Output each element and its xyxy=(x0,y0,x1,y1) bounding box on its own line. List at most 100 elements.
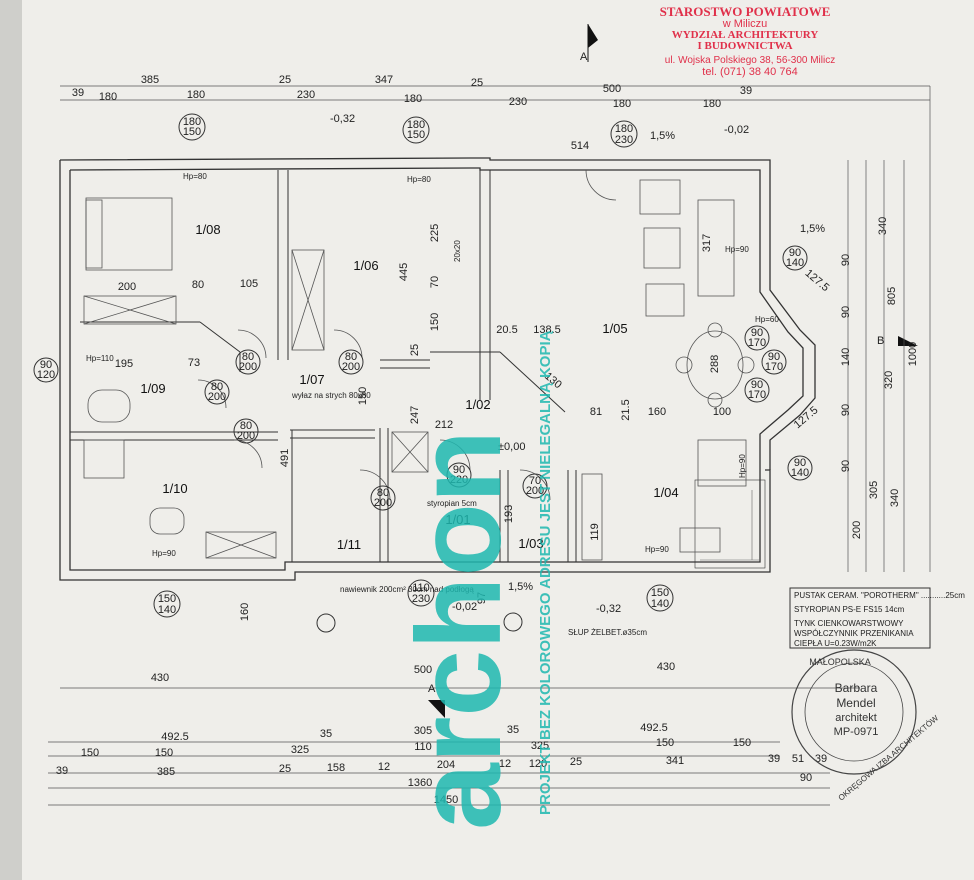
svg-text:170: 170 xyxy=(765,361,783,373)
dim-top-180c: 180 xyxy=(404,93,422,105)
svg-text:140: 140 xyxy=(651,598,669,610)
room-1-10: 1/10 xyxy=(162,481,187,496)
dim-right-340a: 340 xyxy=(877,217,889,235)
dim-top-180e: 180 xyxy=(703,98,721,110)
dim-bot-12b: 12 xyxy=(499,758,511,770)
dim-bot-305: 305 xyxy=(414,725,432,737)
svg-text:80: 80 xyxy=(377,487,389,499)
svg-text:150: 150 xyxy=(407,129,425,141)
idim-317: 317 xyxy=(701,234,713,252)
section-b: B xyxy=(877,335,884,347)
dim-right-140: 140 xyxy=(840,348,852,366)
svg-text:90: 90 xyxy=(40,359,52,371)
stamp-line-2: w Miliczu xyxy=(722,18,768,30)
svg-text:200: 200 xyxy=(237,430,255,442)
svg-text:170: 170 xyxy=(748,389,766,401)
svg-text:170: 170 xyxy=(748,337,766,349)
svg-text:220: 220 xyxy=(450,474,468,486)
dim-bot-492b: 492.5 xyxy=(640,722,668,734)
dim-right-1000: 1000 xyxy=(907,342,919,366)
room-labels: 1/08 1/06 1/05 1/09 1/07 1/02 1/10 1/04 … xyxy=(140,222,678,552)
top-dimensions: 385 25 347 25 500 39 180 180 230 180 230… xyxy=(72,74,752,152)
level-outside-3: -0,02 xyxy=(452,601,477,613)
level-marks: ±0,00 -0,32 -0,02 -0,02 -0,32 1,5% 1,5% … xyxy=(330,113,825,615)
stamp-line-5: ul. Wojska Polskiego 38, 56-300 Milicz xyxy=(665,55,835,66)
dim-top-500: 500 xyxy=(603,83,621,95)
svg-text:230: 230 xyxy=(412,593,430,605)
svg-text:180: 180 xyxy=(615,123,633,135)
svg-text:90: 90 xyxy=(453,464,465,476)
chimney-size: 20x20 xyxy=(453,240,462,262)
seal-ring-top: MAŁOPOLSKA xyxy=(809,657,871,667)
stamp-line-1: STAROSTWO POWIATOWE xyxy=(660,4,831,19)
svg-text:70: 70 xyxy=(529,475,541,487)
room-1-05: 1/05 xyxy=(602,321,627,336)
svg-text:90: 90 xyxy=(768,351,780,363)
dim-bot-430a: 430 xyxy=(151,672,169,684)
dim-bot-325b: 325 xyxy=(531,740,549,752)
dim-top-25a: 25 xyxy=(279,74,291,86)
room-1-09: 1/09 xyxy=(140,381,165,396)
sill-heights: Hp=80 Hp=80 Hp=110 Hp=90 Hp=90 Hp=90 Hp=… xyxy=(86,172,779,558)
svg-text:180: 180 xyxy=(407,119,425,131)
section-markers xyxy=(316,24,918,718)
furniture xyxy=(83,179,755,561)
svg-text:90: 90 xyxy=(794,457,806,469)
level-outside-2: -0,02 xyxy=(724,124,749,136)
door-swings xyxy=(197,169,617,501)
room-1-04: 1/04 xyxy=(653,485,678,500)
seal-title: architekt xyxy=(835,712,877,724)
dim-bot-25b: 25 xyxy=(570,756,582,768)
dim-bot-430b: 430 xyxy=(657,661,675,673)
dim-bot-492a: 492.5 xyxy=(161,731,189,743)
svg-text:90: 90 xyxy=(751,327,763,339)
svg-text:110: 110 xyxy=(412,582,430,594)
svg-text:180: 180 xyxy=(183,116,201,128)
dim-right-320: 320 xyxy=(883,371,895,389)
sill-3: Hp=110 xyxy=(86,354,114,363)
dim-right-90b: 90 xyxy=(840,306,852,318)
wall-legend-box xyxy=(789,587,931,649)
section-a-bottom: A xyxy=(428,683,436,695)
sill-1: Hp=80 xyxy=(183,172,207,181)
dim-bot-150c: 150 xyxy=(656,737,674,749)
dim-bot-12a: 12 xyxy=(378,761,390,773)
bottom-dimensions: 430 500 430 492.5 35 305 35 492.5 150 15… xyxy=(56,661,827,806)
dim-bot-150d: 150 xyxy=(733,737,751,749)
idim-105: 105 xyxy=(240,278,258,290)
dim-right-340b: 340 xyxy=(889,489,901,507)
dim-bot-1360: 1360 xyxy=(408,777,432,789)
archon-watermark: archon PROJEKT BEZ KOLOROWEGO ADRESU JES… xyxy=(392,330,554,830)
dim-top-25b: 25 xyxy=(471,77,483,89)
legend-line-3: TYNK CIENKOWARSTWOWY xyxy=(794,619,904,628)
sill-6: Hp=90 xyxy=(725,245,749,254)
svg-text:140: 140 xyxy=(786,257,804,269)
note-styro: styropian 5cm xyxy=(427,499,477,508)
svg-text:150: 150 xyxy=(183,126,201,138)
dim-bot-1450: 1450 xyxy=(434,794,458,806)
room-1-01: 1/01 xyxy=(445,512,470,527)
note-vent: nawiewnik 200cm² 30cm nad podłogą xyxy=(340,585,474,594)
svg-text:80: 80 xyxy=(345,351,357,363)
svg-text:80: 80 xyxy=(240,420,252,432)
dim-top-230b: 230 xyxy=(509,96,527,108)
level-outside-4: -0,32 xyxy=(596,603,621,615)
dim-top-514: 514 xyxy=(571,140,589,152)
room-1-11: 1/11 xyxy=(337,537,361,552)
dim-bot-325a: 325 xyxy=(291,744,309,756)
sill-5: Hp=90 xyxy=(645,545,669,554)
section-a-top: A xyxy=(580,51,588,63)
dim-top-180a: 180 xyxy=(99,91,117,103)
idim-150a: 150 xyxy=(429,313,441,331)
